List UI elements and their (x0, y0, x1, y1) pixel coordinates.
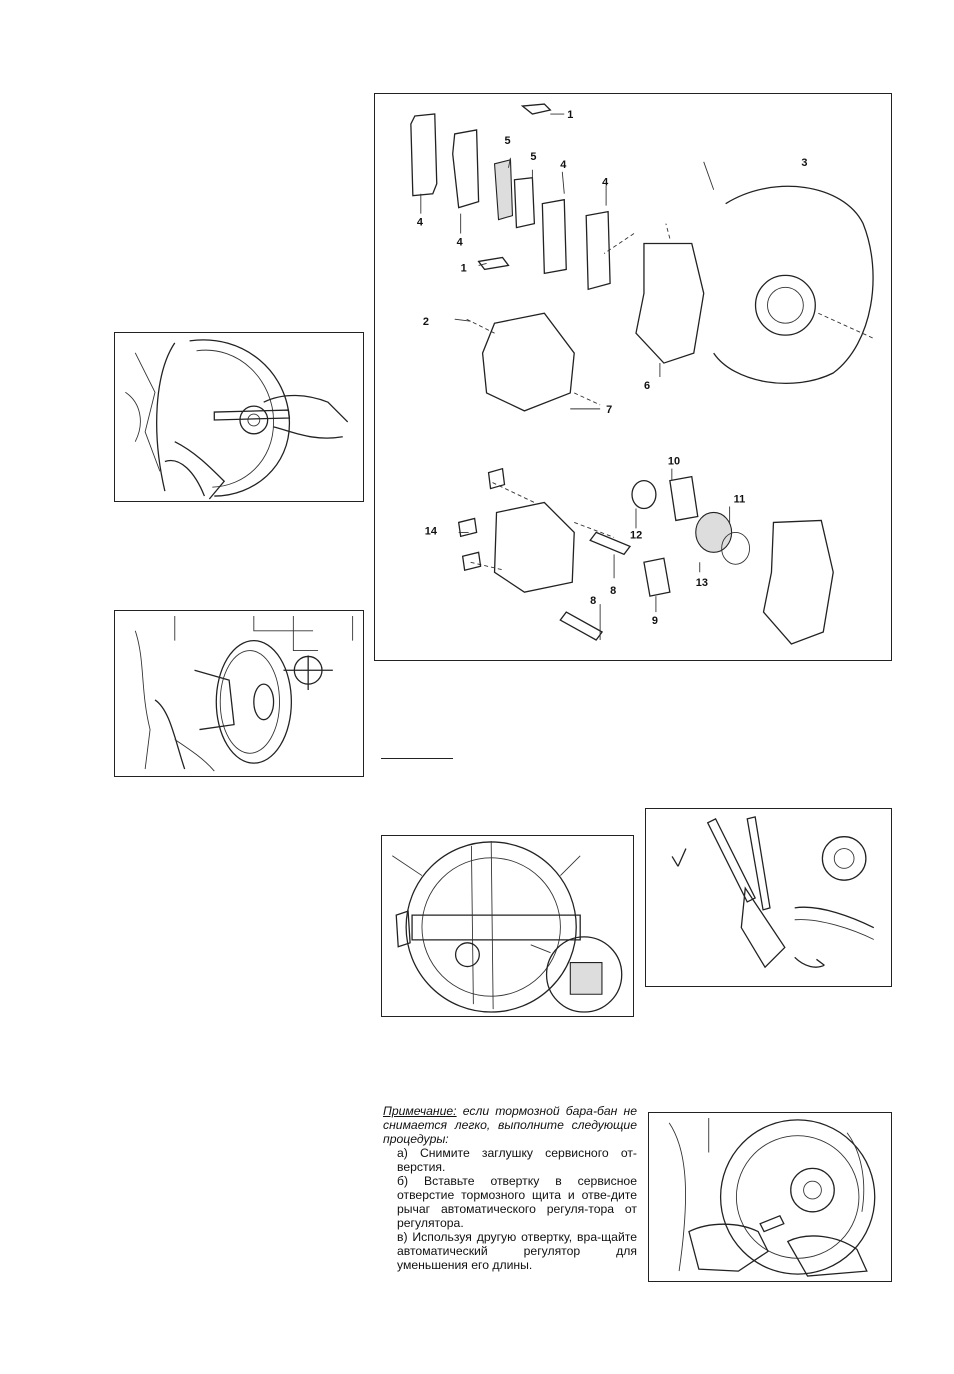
disc-removal-illustration (125, 339, 349, 500)
callout-11: 11 (734, 494, 746, 506)
figure-hands-rotating-adjuster (648, 1112, 892, 1282)
screwdriver-adjuster-illustration (671, 816, 875, 969)
callout-13: 13 (696, 577, 708, 589)
callout-14: 14 (425, 525, 438, 537)
figure-disc-removal-hands (114, 332, 364, 502)
callout-10: 10 (668, 456, 680, 468)
callout-4-b: 4 (457, 237, 464, 249)
callout-8-b: 8 (590, 595, 596, 607)
callout-2: 2 (423, 316, 429, 328)
note-label: Примечание: (383, 1104, 457, 1118)
figure-screwdriver-adjuster-lever (645, 808, 892, 987)
callout-8-a: 8 (610, 585, 616, 597)
callout-4-d: 4 (602, 177, 609, 189)
callout-3: 3 (801, 157, 807, 169)
callout-9: 9 (652, 615, 658, 627)
hands-adjuster-illustration (668, 1117, 876, 1277)
note-step-b: б) Вставьте отвертку в сервисное отверст… (397, 1174, 637, 1230)
disc-tool-illustration (134, 615, 354, 772)
note-step-c: в) Используя другую отвертку, вра-щайте … (397, 1230, 637, 1272)
callout-4-a: 4 (417, 217, 424, 229)
callout-4-c: 4 (560, 159, 567, 171)
exploded-caliper-illustration: 1 1 2 3 4 4 4 4 5 5 6 7 8 8 9 10 11 12 1… (410, 103, 874, 645)
callout-12: 12 (630, 529, 642, 541)
section-rule (381, 758, 453, 759)
figure-exploded-caliper-diagram: 1 1 2 3 4 4 4 4 5 5 6 7 8 8 9 10 11 12 1… (374, 93, 892, 661)
callout-1-mid: 1 (461, 262, 467, 274)
note-step-a: а) Снимите заглушку сервисного от-версти… (397, 1146, 637, 1174)
note-intro: если тормозной бара-бан не снимается лег… (383, 1104, 637, 1146)
callout-6: 6 (644, 380, 650, 392)
note-procedure: Примечание: если тормозной бара-бан не с… (383, 1104, 637, 1272)
callout-1-top: 1 (567, 109, 573, 121)
figure-disc-with-tool (114, 610, 364, 777)
figure-drum-backing-plate (381, 835, 634, 1017)
callout-7: 7 (606, 404, 612, 416)
callout-5-b: 5 (530, 151, 536, 163)
callout-5-a: 5 (504, 135, 510, 147)
drum-backing-plate-illustration (392, 840, 623, 1013)
